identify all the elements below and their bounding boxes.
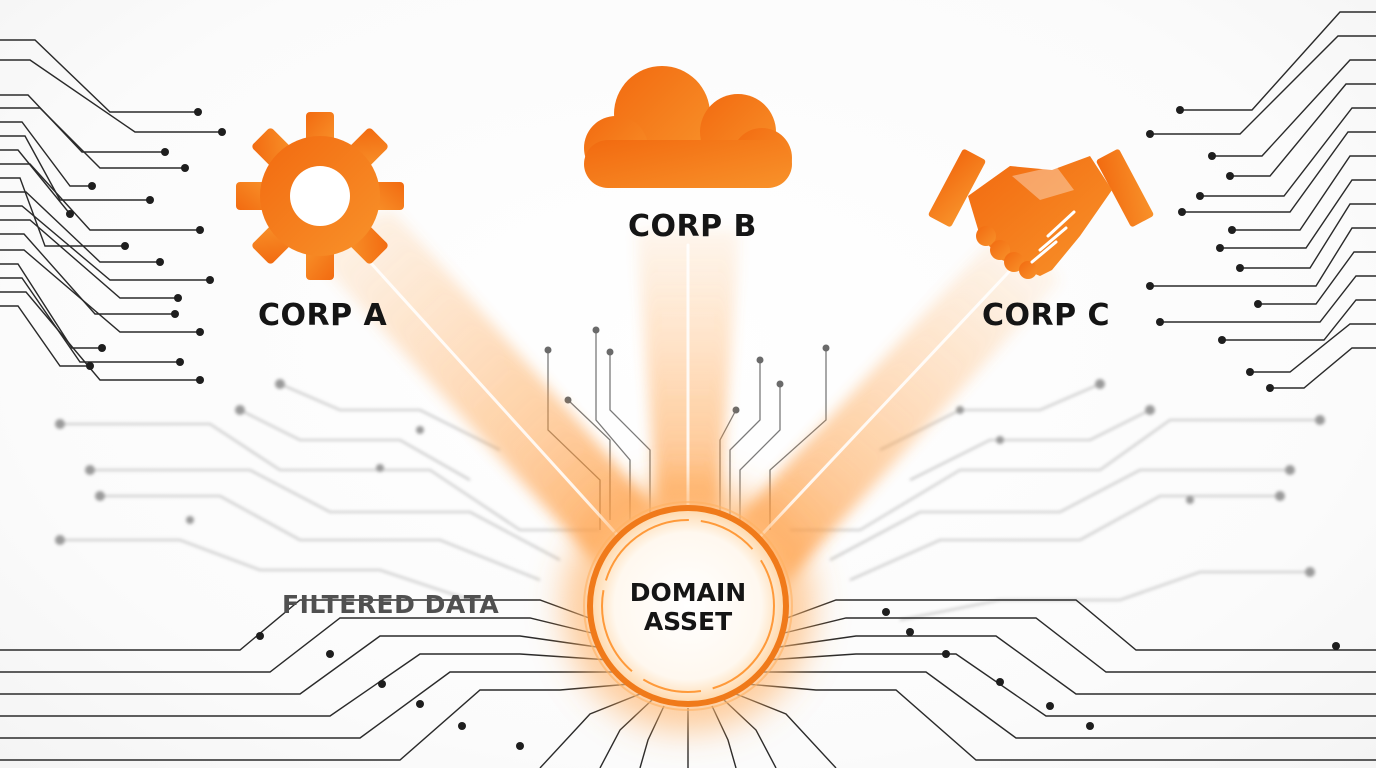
cloud-icon (584, 66, 792, 188)
hub-label-line-1: DOMAIN (629, 578, 747, 607)
filtered-data-label: FILTERED DATA (282, 590, 500, 619)
hub-label: DOMAIN ASSET (598, 578, 778, 636)
gear-icon (236, 112, 404, 280)
circuit-nodes-bottom (256, 608, 1340, 750)
corp-c-label: CORP C (982, 298, 1111, 333)
hub-label-line-2: ASSET (643, 607, 733, 636)
handshake-icon (928, 149, 1154, 279)
corp-a-label: CORP A (258, 298, 388, 333)
corp-b-label: CORP B (628, 209, 757, 244)
circuit-nodes-right (1146, 106, 1274, 392)
circuit-nodes-left (66, 108, 226, 384)
circuit-traces-right (1150, 11, 1376, 389)
domain-asset-hub (548, 466, 828, 746)
hub-top-nodes (544, 326, 830, 414)
circuit-traces-left (0, 39, 222, 381)
